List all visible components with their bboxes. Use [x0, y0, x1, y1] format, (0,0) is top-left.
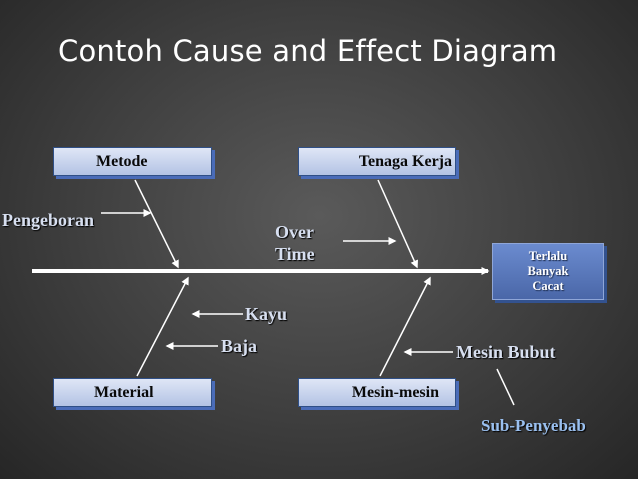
cause-over-time-line-1: Over [275, 222, 314, 242]
sub-penyebab-label: Sub-Penyebab [481, 416, 586, 435]
category-tenaga-kerja-label: Tenaga Kerja [358, 152, 452, 170]
category-material-label: Material [94, 383, 154, 401]
bone-mesin-mesin [379, 276, 431, 377]
bone-tenaga-kerja [377, 179, 418, 269]
cause-over-time-line-2: Time [275, 244, 315, 264]
bone-metode [134, 179, 179, 269]
page-title: Contoh Cause and Effect Diagram [58, 34, 558, 68]
cause-pengeboran: Pengeboran [2, 210, 94, 230]
cause-baja: Baja [221, 336, 257, 356]
category-metode-label: Metode [96, 152, 148, 170]
effect-line-1: Terlalu [528, 249, 568, 263]
bone-material [136, 276, 189, 377]
effect-box: Terlalu Banyak Cacat [492, 243, 604, 300]
category-tenaga-kerja: Tenaga Kerja [298, 147, 456, 176]
cause-kayu: Kayu [245, 304, 288, 324]
category-material: Material [53, 378, 212, 407]
category-mesin-mesin: Mesin-mesin [298, 378, 456, 407]
category-metode: Metode [53, 147, 212, 176]
cause-over-time: Over Time [275, 221, 315, 265]
pointer-sub-penyebab [496, 368, 515, 406]
cause-mesin-bubut: Mesin Bubut [456, 342, 556, 362]
category-mesin-mesin-label: Mesin-mesin [351, 383, 439, 401]
effect-line-3: Cacat [532, 279, 564, 293]
effect-line-2: Banyak [527, 264, 569, 278]
